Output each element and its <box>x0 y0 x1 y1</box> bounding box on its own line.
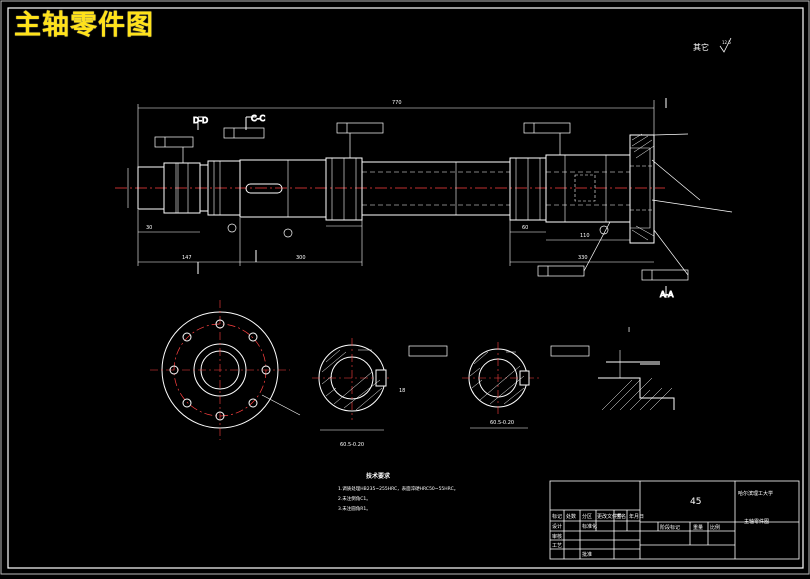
drawing-frame <box>7 7 804 569</box>
detail-i-hatch <box>601 377 673 411</box>
svg-text:1.调质处理HB235~255HRC，表面淬硬HRC50~5: 1.调质处理HB235~255HRC，表面淬硬HRC50~55HRC。 <box>338 485 458 492</box>
svg-text:45: 45 <box>690 497 701 507</box>
svg-text:审核: 审核 <box>552 533 562 540</box>
svg-text:60: 60 <box>522 225 528 231</box>
section-c-keyway: 18 <box>399 388 405 394</box>
svg-text:3.未注圆角R1。: 3.未注圆角R1。 <box>338 505 371 512</box>
svg-text:330: 330 <box>578 255 588 261</box>
datum-symbols <box>227 223 609 238</box>
corner-roughness-note: 其它 12.5 <box>693 37 731 53</box>
svg-text:主轴零件图: 主轴零件图 <box>744 518 769 525</box>
svg-text:C-C: C-C <box>251 114 265 123</box>
flange-hatch <box>631 133 655 241</box>
tolerance-frames <box>154 122 733 357</box>
section-d-d <box>462 342 540 429</box>
svg-text:批准: 批准 <box>582 551 592 558</box>
section-c-hatch <box>321 349 383 411</box>
svg-text:处数: 处数 <box>566 513 576 520</box>
title-block <box>549 480 800 560</box>
dimension-texts: 770 147 300 330 110 30 60 <box>146 100 590 261</box>
section-markers: D-D C-C A-A <box>193 98 675 300</box>
svg-text:工艺: 工艺 <box>552 543 562 549</box>
svg-text:标准化: 标准化 <box>582 523 597 530</box>
tech-requirements: 技术要求 1.调质处理HB235~255HRC，表面淬硬HRC50~55HRC。… <box>338 472 458 512</box>
svg-text:哈尔滨理工大学: 哈尔滨理工大学 <box>738 490 773 497</box>
svg-text:12.5: 12.5 <box>722 40 731 45</box>
svg-text:设计: 设计 <box>552 523 562 530</box>
section-c-c <box>312 338 392 431</box>
detail-i-label: I <box>628 326 630 334</box>
svg-text:重量: 重量 <box>693 524 703 531</box>
section-d-width: 60.5-0.20 <box>490 420 514 426</box>
svg-text:标记: 标记 <box>552 513 562 520</box>
svg-text:分区: 分区 <box>582 513 592 520</box>
svg-text:300: 300 <box>296 255 306 261</box>
section-d-hatch <box>469 351 525 405</box>
svg-text:更改文件号: 更改文件号 <box>597 513 622 520</box>
svg-text:D-D: D-D <box>193 116 208 125</box>
dimension-lines <box>127 100 655 266</box>
page-title-banner: 主轴零件图 <box>14 10 154 41</box>
svg-text:A-A: A-A <box>660 290 674 299</box>
svg-text:770: 770 <box>392 100 402 106</box>
svg-text:比例: 比例 <box>710 524 720 531</box>
svg-text:147: 147 <box>182 255 192 261</box>
detail-i <box>598 350 675 410</box>
svg-text:阶段标记: 阶段标记 <box>660 524 680 531</box>
svg-text:其它: 其它 <box>693 42 709 52</box>
svg-text:2.未注倒角C1。: 2.未注倒角C1。 <box>338 495 371 502</box>
section-c-width: 60.5-0.20 <box>340 442 364 448</box>
svg-text:30: 30 <box>146 225 152 231</box>
section-a-a <box>150 300 301 440</box>
svg-text:技术要求: 技术要求 <box>366 472 391 480</box>
title-block-texts: 45 哈尔滨理工大学 主轴零件图 标记 处数 分区 更改文件号 签名 年月日 设… <box>552 490 773 558</box>
svg-text:年月日: 年月日 <box>629 513 644 520</box>
shaft-main-view <box>115 134 665 244</box>
svg-text:110: 110 <box>580 233 590 239</box>
svg-text:签名: 签名 <box>616 513 626 520</box>
